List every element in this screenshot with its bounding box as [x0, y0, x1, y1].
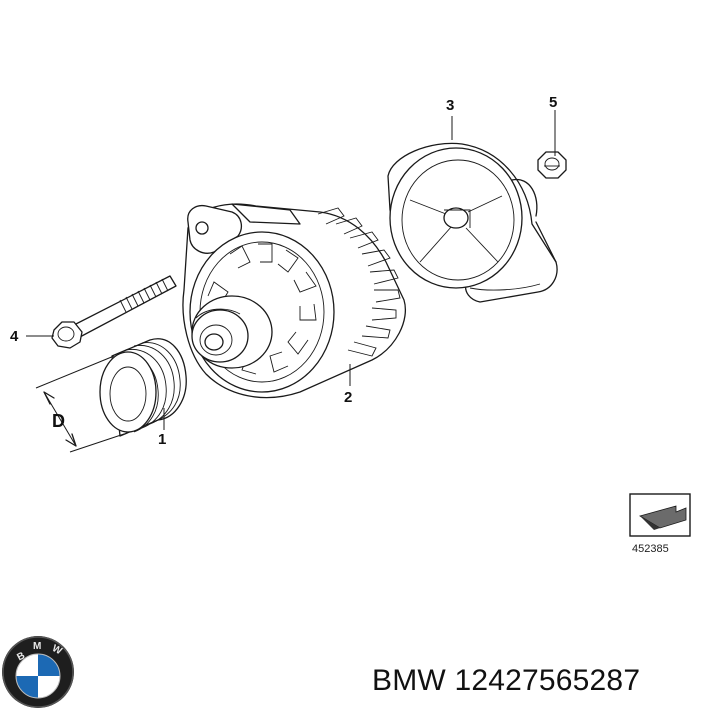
part-caption: BMW 12427565287 — [372, 664, 718, 704]
dimension-d: D — [35, 355, 125, 453]
svg-text:B: B — [15, 650, 27, 663]
nut-part — [537, 151, 567, 179]
callout-5: 5 — [549, 94, 557, 111]
reference-number: 452385 — [632, 543, 669, 555]
svg-text:M: M — [33, 641, 41, 652]
pulley-part — [99, 338, 187, 437]
bolt-part — [51, 275, 177, 349]
bmw-logo-icon: B M W — [2, 636, 74, 708]
fan-cowl-part — [387, 142, 558, 303]
caption-brand: BMW — [372, 664, 446, 697]
alternator-part — [182, 203, 406, 399]
callout-3: 3 — [446, 97, 454, 114]
callout-2: 2 — [344, 389, 352, 406]
caption-part-number: 12427565287 — [454, 664, 641, 697]
leader-lines — [26, 110, 556, 430]
dimension-label: D — [52, 411, 65, 431]
reference-box: 452385 — [629, 493, 691, 555]
callout-1: 1 — [158, 431, 166, 448]
callout-4: 4 — [10, 328, 19, 345]
